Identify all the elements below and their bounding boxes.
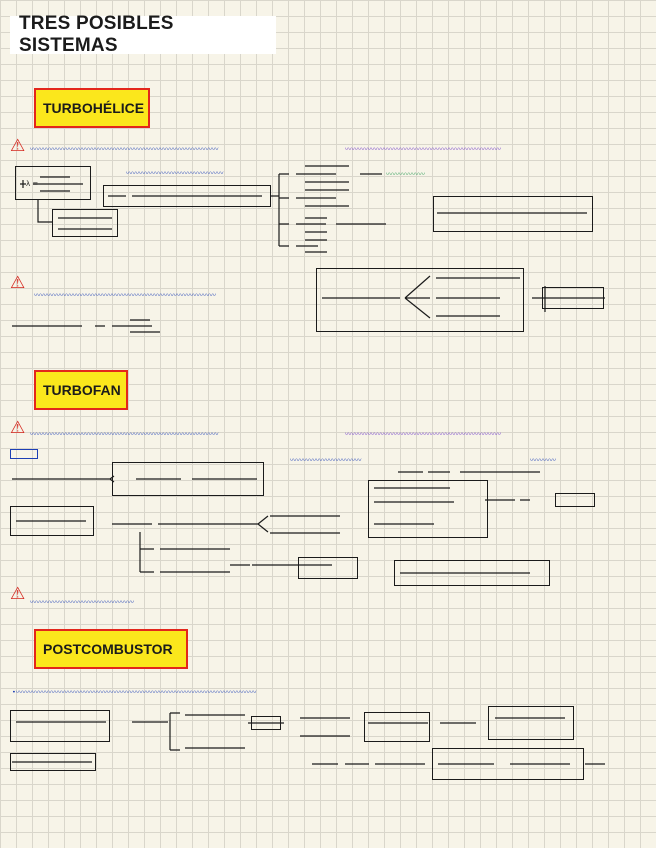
formula-box xyxy=(368,480,488,538)
formula-box xyxy=(542,287,604,309)
formula-box xyxy=(52,209,118,237)
formula-box xyxy=(555,493,595,507)
formula-box xyxy=(298,557,358,579)
formula-box xyxy=(112,462,264,496)
handwritten-note-line: 〰〰〰〰〰〰〰〰〰〰〰〰〰〰〰〰 xyxy=(30,598,134,606)
formula-box xyxy=(316,268,524,332)
warning-triangle-icon: ⚠ xyxy=(10,273,26,292)
section-turbohelice-heading: TURBOHÉLICE xyxy=(34,88,150,128)
section-turbohelice-label: TURBOHÉLICE xyxy=(43,100,145,116)
formula-box xyxy=(432,748,584,780)
warning-triangle-icon: ⚠ xyxy=(10,584,26,603)
formula-box xyxy=(15,166,91,200)
formula-box xyxy=(364,712,430,742)
formula-box xyxy=(10,710,110,742)
handwritten-note-line: 〰〰〰〰 xyxy=(530,456,556,464)
handwritten-note-line: 〰〰〰〰〰〰〰〰〰〰〰〰〰〰〰〰〰〰〰〰〰〰〰〰〰〰〰〰 xyxy=(34,291,216,299)
section-turbofan-heading: TURBOFAN xyxy=(34,370,128,410)
formula-box xyxy=(488,706,574,740)
handwritten-note-line: •〰〰〰〰〰〰〰〰〰〰〰〰〰〰〰〰〰〰〰〰〰〰〰〰〰〰〰〰〰〰〰〰〰〰〰〰〰 xyxy=(12,688,257,696)
warning-triangle-icon: ⚠ xyxy=(10,418,26,437)
formula-box xyxy=(394,560,550,586)
warning-triangle-icon: ⚠ xyxy=(10,136,26,155)
svg-text:λ =: λ = xyxy=(26,180,38,188)
formula-box xyxy=(10,506,94,536)
section-turbofan-label: TURBOFAN xyxy=(43,382,121,398)
page-title: TRES POSIBLES SISTEMAS xyxy=(10,13,276,56)
tag-box xyxy=(10,449,38,459)
handwritten-note-line: 〰〰〰〰〰〰 xyxy=(386,170,425,178)
formula-box xyxy=(251,716,281,730)
handwritten-note-line: 〰〰〰〰〰〰〰〰〰〰〰 xyxy=(290,456,362,464)
page-title-text: TRES POSIBLES SISTEMAS xyxy=(19,13,174,56)
formula-box xyxy=(433,196,593,232)
handwritten-note-line: 〰〰〰〰〰〰〰〰〰〰〰〰〰〰〰〰〰〰〰〰〰〰〰〰〰〰〰〰〰 xyxy=(30,430,219,438)
formula-box xyxy=(10,753,96,771)
handwritten-note-line: 〰〰〰〰〰〰〰〰〰〰〰〰〰〰〰 xyxy=(126,169,224,177)
formula-box xyxy=(103,185,271,207)
handwritten-note-line: 〰〰〰〰〰〰〰〰〰〰〰〰〰〰〰〰〰〰〰〰〰〰〰〰〰〰〰〰〰 xyxy=(30,145,219,153)
section-postcombustor-heading: POSTCOMBUSTOR xyxy=(34,629,188,669)
handwritten-note-line: 〰〰〰〰〰〰〰〰〰〰〰〰〰〰〰〰〰〰〰〰〰〰〰〰 xyxy=(345,145,501,153)
section-postcombustor-label: POSTCOMBUSTOR xyxy=(43,641,173,657)
handwritten-note-line: 〰〰〰〰〰〰〰〰〰〰〰〰〰〰〰〰〰〰〰〰〰〰〰〰 xyxy=(345,430,501,438)
